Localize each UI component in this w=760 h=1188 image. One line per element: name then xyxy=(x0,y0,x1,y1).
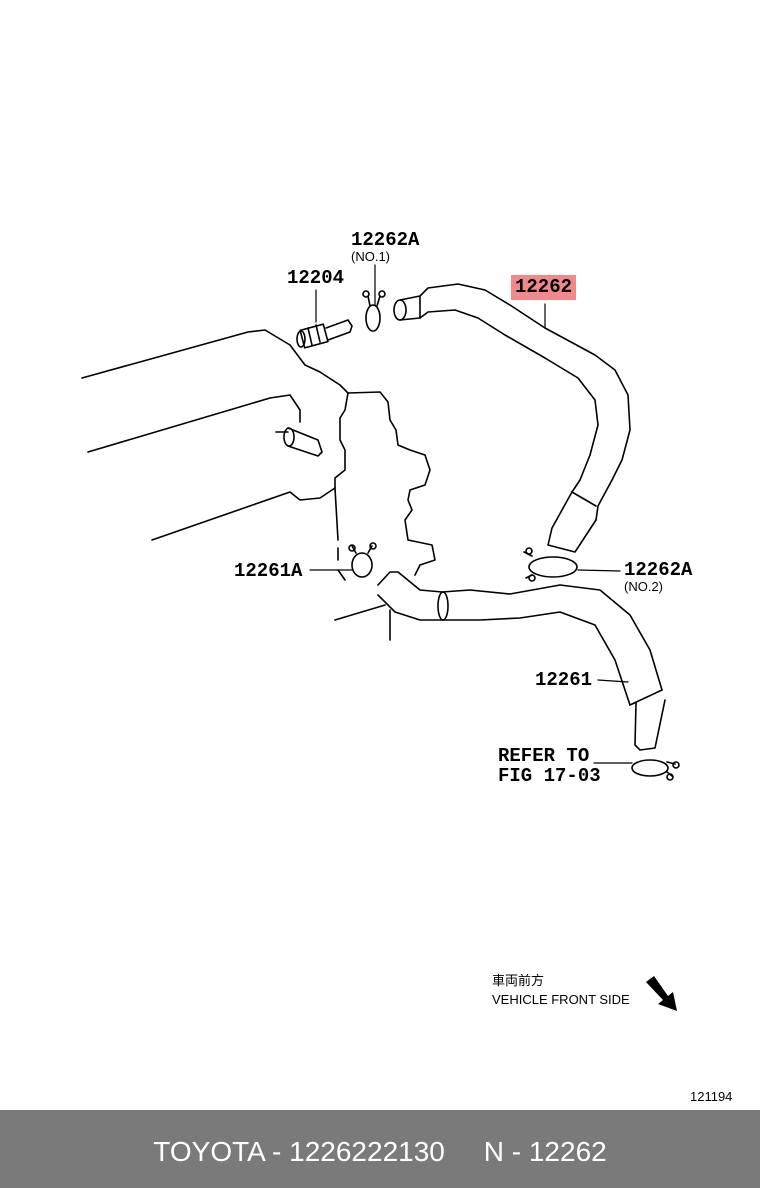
fig-reference-label: FIG 17-03 xyxy=(498,765,601,787)
hose-12261 xyxy=(377,571,666,751)
label-12262-highlighted[interactable]: 12262 xyxy=(511,275,577,300)
clamp-no2 xyxy=(523,547,578,582)
direction-jp: 車両前方 xyxy=(492,973,545,988)
clamp-no1 xyxy=(362,290,386,332)
hose-12262 xyxy=(393,283,631,553)
refer-to-label: REFER TO xyxy=(498,745,590,767)
footer-part-info: TOYOTA - 1226222130 N - 12262 xyxy=(153,1136,607,1167)
clamp-12261A xyxy=(348,542,377,578)
label-12204: 12204 xyxy=(287,267,345,289)
label-12261A: 12261A xyxy=(234,560,303,582)
pcv-valve-12204 xyxy=(296,319,353,349)
direction-en: VEHICLE FRONT SIDE xyxy=(492,992,630,1007)
figure-id: 121194 xyxy=(690,1089,733,1104)
label-12261: 12261 xyxy=(535,669,593,691)
head-stud xyxy=(275,427,323,457)
parts-diagram xyxy=(81,264,680,1011)
label-12262A-no2: 12262A xyxy=(624,559,693,581)
leader-lines xyxy=(309,264,633,764)
engine-head-outline xyxy=(81,329,436,641)
label-12262A-no1: 12262A xyxy=(351,229,420,251)
label-12262A-no2-sub: (NO.2) xyxy=(624,579,663,594)
label-12262A-no1-sub: (NO.1) xyxy=(351,249,390,264)
footer-bar: TOYOTA - 1226222130 N - 12262 xyxy=(0,1110,760,1188)
front-direction-arrow-icon xyxy=(646,976,677,1011)
clamp-ref-17-03 xyxy=(631,759,680,781)
